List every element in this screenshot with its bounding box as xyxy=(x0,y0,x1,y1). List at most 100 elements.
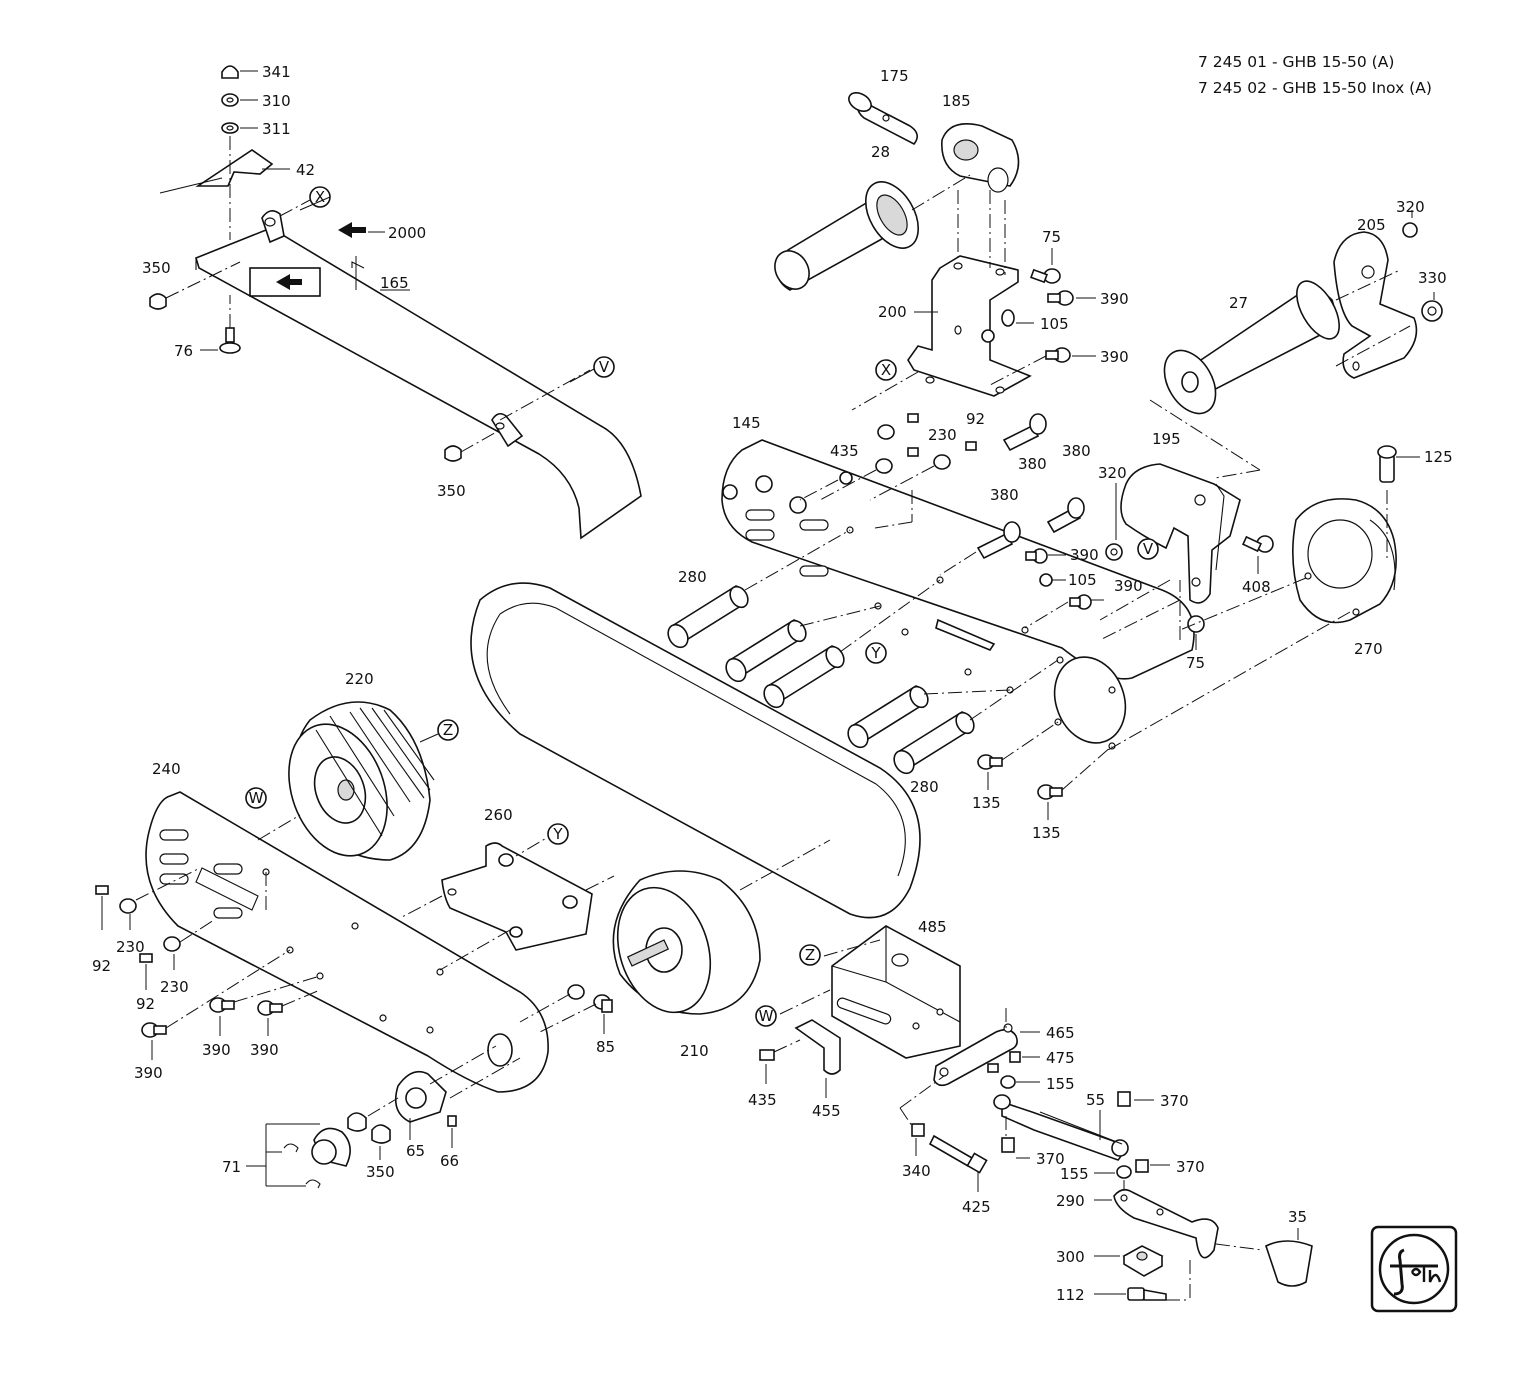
part-65-bearing-housing xyxy=(394,1070,447,1123)
part-290-lever xyxy=(1094,1188,1219,1259)
label-455: 455 xyxy=(812,1102,841,1120)
label-65: 65 xyxy=(406,1142,425,1160)
label-205: 205 xyxy=(1357,216,1386,234)
label-390-f: 390 xyxy=(202,1041,231,1059)
part-240-side-plate xyxy=(145,791,549,1093)
part-300-nut xyxy=(1094,1245,1164,1277)
label-300: 300 xyxy=(1056,1248,1085,1266)
part-number-labels: 341 310 311 42 2000 350 165 76 350 175 1… xyxy=(92,63,1453,1304)
label-76: 76 xyxy=(174,342,193,360)
part-92-screw-b xyxy=(95,885,109,930)
label-311: 311 xyxy=(262,120,291,138)
label-27: 27 xyxy=(1229,294,1248,312)
label-42: 42 xyxy=(296,161,315,179)
part-340-nut xyxy=(911,1123,925,1156)
part-92-screw-c xyxy=(139,953,153,990)
part-185-clamp xyxy=(941,123,1020,193)
part-350-plug-c xyxy=(347,1112,391,1160)
label-320-b: 320 xyxy=(1098,464,1127,482)
label-380-b: 380 xyxy=(1062,442,1091,460)
svg-text:V: V xyxy=(599,358,610,376)
label-112: 112 xyxy=(1056,1286,1085,1304)
part-425-bolt xyxy=(928,1134,988,1192)
label-125: 125 xyxy=(1424,448,1453,466)
part-220-contact-wheel xyxy=(288,701,435,861)
label-35: 35 xyxy=(1288,1208,1307,1226)
part-390-screw-c xyxy=(1025,548,1066,564)
label-210: 210 xyxy=(680,1042,709,1060)
part-270-cover xyxy=(1292,498,1397,624)
part-105-screw-a xyxy=(1001,309,1034,327)
label-390-c: 390 xyxy=(1070,546,1099,564)
svg-text:X: X xyxy=(881,361,891,379)
part-390-screw-b xyxy=(1045,347,1096,363)
label-350-b: 350 xyxy=(437,482,466,500)
part-390-screw-g xyxy=(257,989,321,1036)
label-280-b: 280 xyxy=(910,778,939,796)
part-390-screw-d xyxy=(1069,594,1092,610)
label-230-a: 230 xyxy=(928,426,957,444)
ref-marker-z-right: Z xyxy=(799,944,821,966)
label-75-a: 75 xyxy=(1042,228,1061,246)
svg-text:W: W xyxy=(249,789,264,807)
label-195: 195 xyxy=(1152,430,1181,448)
label-475: 475 xyxy=(1046,1049,1075,1067)
model-line-2: 7 245 02 - GHB 15-50 Inox (A) xyxy=(1198,79,1432,97)
part-85-screw xyxy=(567,984,613,1034)
part-380-bolt-c xyxy=(976,521,1021,560)
model-line-1: 7 245 01 - GHB 15-50 (A) xyxy=(1198,53,1394,71)
part-230-nut-c xyxy=(163,936,181,970)
part-380-bolt-b xyxy=(1046,497,1085,534)
ref-line-v-top xyxy=(499,369,591,421)
part-435-nut-a xyxy=(799,424,895,501)
label-175: 175 xyxy=(880,67,909,85)
svg-text:V: V xyxy=(1143,540,1154,558)
part-320-nut-b xyxy=(1105,483,1123,561)
ref-marker-x-right: X xyxy=(875,359,897,381)
part-145-side-plate xyxy=(721,439,1195,750)
part-311-washer xyxy=(221,122,258,134)
label-435-a: 435 xyxy=(830,442,859,460)
part-155-washer-a xyxy=(1000,1075,1040,1089)
part-28-handle xyxy=(774,181,920,291)
ref-marker-v-top: V xyxy=(593,356,615,378)
label-135-a: 135 xyxy=(972,794,1001,812)
ref-marker-w-right: W xyxy=(755,1005,777,1027)
part-455-clip xyxy=(794,1019,841,1075)
svg-text:Y: Y xyxy=(870,644,881,662)
label-390-g: 390 xyxy=(250,1041,279,1059)
part-71-knob-assembly xyxy=(246,1123,351,1189)
label-310: 310 xyxy=(262,92,291,110)
sanding-belt xyxy=(470,582,921,919)
part-435-screw-b xyxy=(759,1039,801,1084)
part-55-gas-spring xyxy=(993,1094,1129,1161)
label-92-c: 92 xyxy=(136,995,155,1013)
part-310-nut xyxy=(221,93,258,107)
part-390-screw-a xyxy=(1047,290,1096,306)
label-185: 185 xyxy=(942,92,971,110)
label-155-b: 155 xyxy=(1060,1165,1089,1183)
label-105-a: 105 xyxy=(1040,315,1069,333)
part-210-idler-wheel xyxy=(612,870,761,1015)
part-280-roller-2 xyxy=(725,619,807,683)
label-390-d: 390 xyxy=(1114,577,1143,595)
label-55: 55 xyxy=(1086,1091,1105,1109)
part-330-nut xyxy=(1421,292,1443,322)
part-27-handle xyxy=(1163,280,1340,415)
part-42-spring-clip xyxy=(159,149,290,194)
part-280-roller-5 xyxy=(893,711,975,775)
label-350-c: 350 xyxy=(366,1163,395,1181)
label-85: 85 xyxy=(596,1038,615,1056)
part-390-screw-f xyxy=(209,975,321,1036)
label-370-c: 370 xyxy=(1176,1158,1205,1176)
part-92-screw-a xyxy=(907,413,977,457)
part-280-roller-1 xyxy=(667,585,749,649)
label-380-a: 380 xyxy=(1018,455,1047,473)
part-280-roller-3 xyxy=(763,645,845,709)
part-370-screw-a xyxy=(1117,1091,1154,1107)
fein-logo xyxy=(1370,1225,1458,1313)
ref-marker-y-left: Y xyxy=(547,823,569,845)
label-240: 240 xyxy=(152,760,181,778)
label-66: 66 xyxy=(440,1152,459,1170)
part-475-screw xyxy=(1009,1051,1040,1063)
